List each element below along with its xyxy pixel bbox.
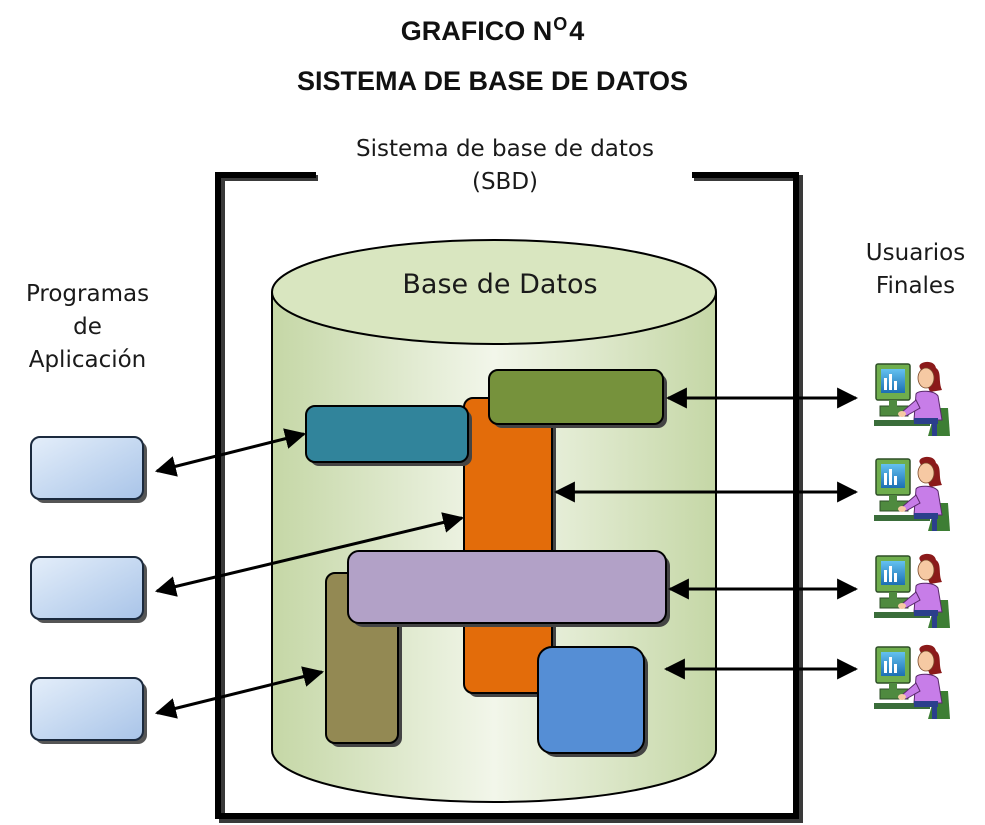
diagram-title: GRAFICO NO4 (400, 14, 585, 46)
arrow-program-1 (154, 428, 307, 477)
database-label: Base de Datos (402, 269, 598, 300)
arrow-program-3 (154, 666, 325, 719)
application-program-box (30, 436, 147, 503)
data-block-green (488, 369, 667, 428)
computer-user-icon (873, 644, 951, 720)
diagram-subtitle: SISTEMA DE BASE DE DATOS (296, 66, 689, 96)
data-block-purple (347, 550, 670, 627)
sbd-frame (215, 172, 803, 823)
computer-user-icon (873, 553, 951, 629)
computer-user-icon (873, 456, 951, 532)
computer-user-icon (873, 361, 951, 437)
sbd-label: Sistema de base de datos (SBD) (356, 136, 654, 195)
application-programs-label: Programas de Aplicación (25, 281, 150, 373)
end-users-label: Usuarios Finales (865, 240, 966, 299)
arrow-program-2 (154, 512, 465, 597)
data-block-blue (537, 646, 648, 757)
application-program-box (30, 556, 147, 623)
application-program-box (30, 677, 147, 744)
data-block-teal (305, 405, 472, 466)
